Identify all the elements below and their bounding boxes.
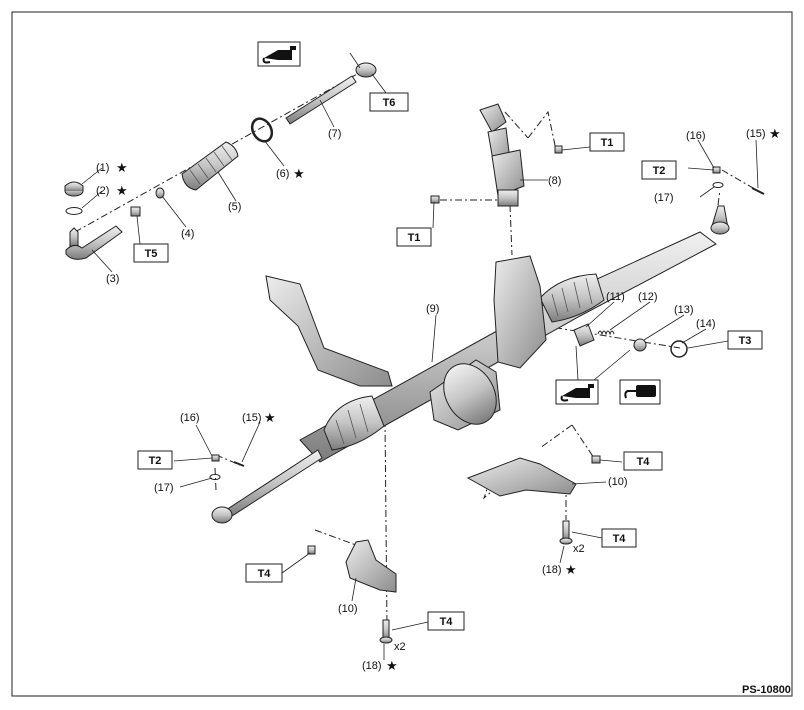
part-2-ring [65, 207, 83, 215]
figure-code: PS-10800 [742, 684, 791, 696]
part-4-clip [155, 187, 165, 199]
svg-text:T4: T4 [637, 456, 651, 468]
torque-box-t2-right: T2 [641, 160, 677, 180]
part-8-universal-joint [430, 103, 563, 207]
torque-box-t6: T6 [369, 92, 409, 112]
star-18-lower: ★ [386, 658, 398, 673]
part-17-washer-right [712, 182, 724, 188]
sealant-tube-icon [619, 379, 661, 405]
part-18-bolt-right [559, 520, 573, 545]
part-9-steering-gearbox [211, 205, 730, 524]
part-7-inner-tie-rod [285, 62, 377, 125]
part-16-nut-left [211, 454, 220, 462]
svg-text:T2: T2 [653, 165, 666, 177]
callout-5: (5) [228, 201, 241, 213]
callout-17-right: (17) [654, 192, 674, 204]
part-17-washer-left [209, 474, 221, 480]
star-15-left: ★ [264, 410, 276, 425]
t1-bolt-lower [430, 195, 440, 204]
callout-13: (13) [674, 304, 694, 316]
callout-8: (8) [548, 175, 561, 187]
callout-17-left: (17) [154, 482, 174, 494]
torque-box-t2-left: T2 [137, 450, 173, 470]
torque-box-t1-upper: T1 [589, 132, 625, 152]
star-2: ★ [116, 183, 128, 198]
t1-bolt-upper [554, 145, 563, 154]
grease-gun-icon-lower [555, 379, 599, 405]
multiplier-lower: x2 [394, 641, 406, 653]
svg-text:T3: T3 [739, 335, 752, 347]
part-15-cotter-right [751, 187, 765, 195]
star-15-right: ★ [769, 126, 781, 141]
callout-10-lower: (10) [338, 603, 358, 615]
callout-18-lower: (18) [362, 660, 382, 672]
part-14-snap-ring [670, 340, 688, 358]
t5-locknut [130, 206, 141, 217]
callout-14: (14) [696, 318, 716, 330]
svg-text:T4: T4 [258, 568, 272, 580]
callout-12: (12) [638, 291, 658, 303]
callout-7: (7) [328, 128, 341, 140]
svg-text:T1: T1 [601, 137, 614, 149]
part-6-boot-clamp [250, 117, 274, 143]
part-10-bracket-lower [307, 539, 397, 593]
part-11-plug [573, 323, 595, 347]
torque-box-t4-left: T4 [245, 563, 283, 583]
callout-1: (1) [96, 162, 109, 174]
callout-15-left: (15) [242, 412, 262, 424]
callout-10-right: (10) [608, 476, 628, 488]
torque-box-t5: T5 [133, 243, 169, 263]
torque-box-t3: T3 [727, 330, 763, 350]
callout-3: (3) [106, 273, 119, 285]
callout-6: (6) [276, 168, 289, 180]
part-5-boot [181, 141, 239, 191]
svg-text:T1: T1 [408, 232, 421, 244]
torque-box-t4-top: T4 [623, 451, 663, 471]
callout-15-right: (15) [746, 128, 766, 140]
svg-text:T4: T4 [613, 533, 627, 545]
callout-16-right: (16) [686, 130, 706, 142]
callout-9: (9) [426, 303, 439, 315]
part-1-nut [64, 181, 84, 197]
grease-gun-icon-top [257, 41, 301, 67]
replace-stars: ★ ★ ★ ★ ★ ★ ★ [116, 126, 781, 673]
torque-box-t4-right: T4 [601, 528, 637, 548]
star-18-right: ★ [565, 562, 577, 577]
torque-box-t1-lower: T1 [396, 227, 432, 247]
leader-lines [81, 52, 759, 660]
svg-text:T5: T5 [145, 248, 158, 260]
part-13-cap [633, 338, 647, 352]
part-12-spring [597, 330, 615, 336]
part-3-tie-rod-end [65, 225, 123, 260]
callout-16-left: (16) [180, 412, 200, 424]
part-18-bolt-lower [379, 619, 393, 644]
part-15-cotter-left [233, 461, 245, 467]
multiplier-right: x2 [573, 543, 585, 555]
torque-box-t4-bottom: T4 [427, 611, 465, 631]
figure-frame [11, 11, 793, 697]
assembly-lines [74, 67, 761, 629]
svg-text:T6: T6 [383, 97, 396, 109]
svg-text:T2: T2 [149, 455, 162, 467]
callout-18-right: (18) [542, 564, 562, 576]
callout-11: (11) [606, 291, 625, 303]
callout-4: (4) [181, 228, 194, 240]
callout-2: (2) [96, 185, 109, 197]
callouts: (1) (2) (3) (4) (5) (6) (7) (8) (9) (11)… [96, 128, 766, 672]
star-1: ★ [116, 160, 128, 175]
part-10-bracket-right [466, 455, 601, 497]
star-6: ★ [293, 166, 305, 181]
svg-text:T4: T4 [440, 616, 454, 628]
